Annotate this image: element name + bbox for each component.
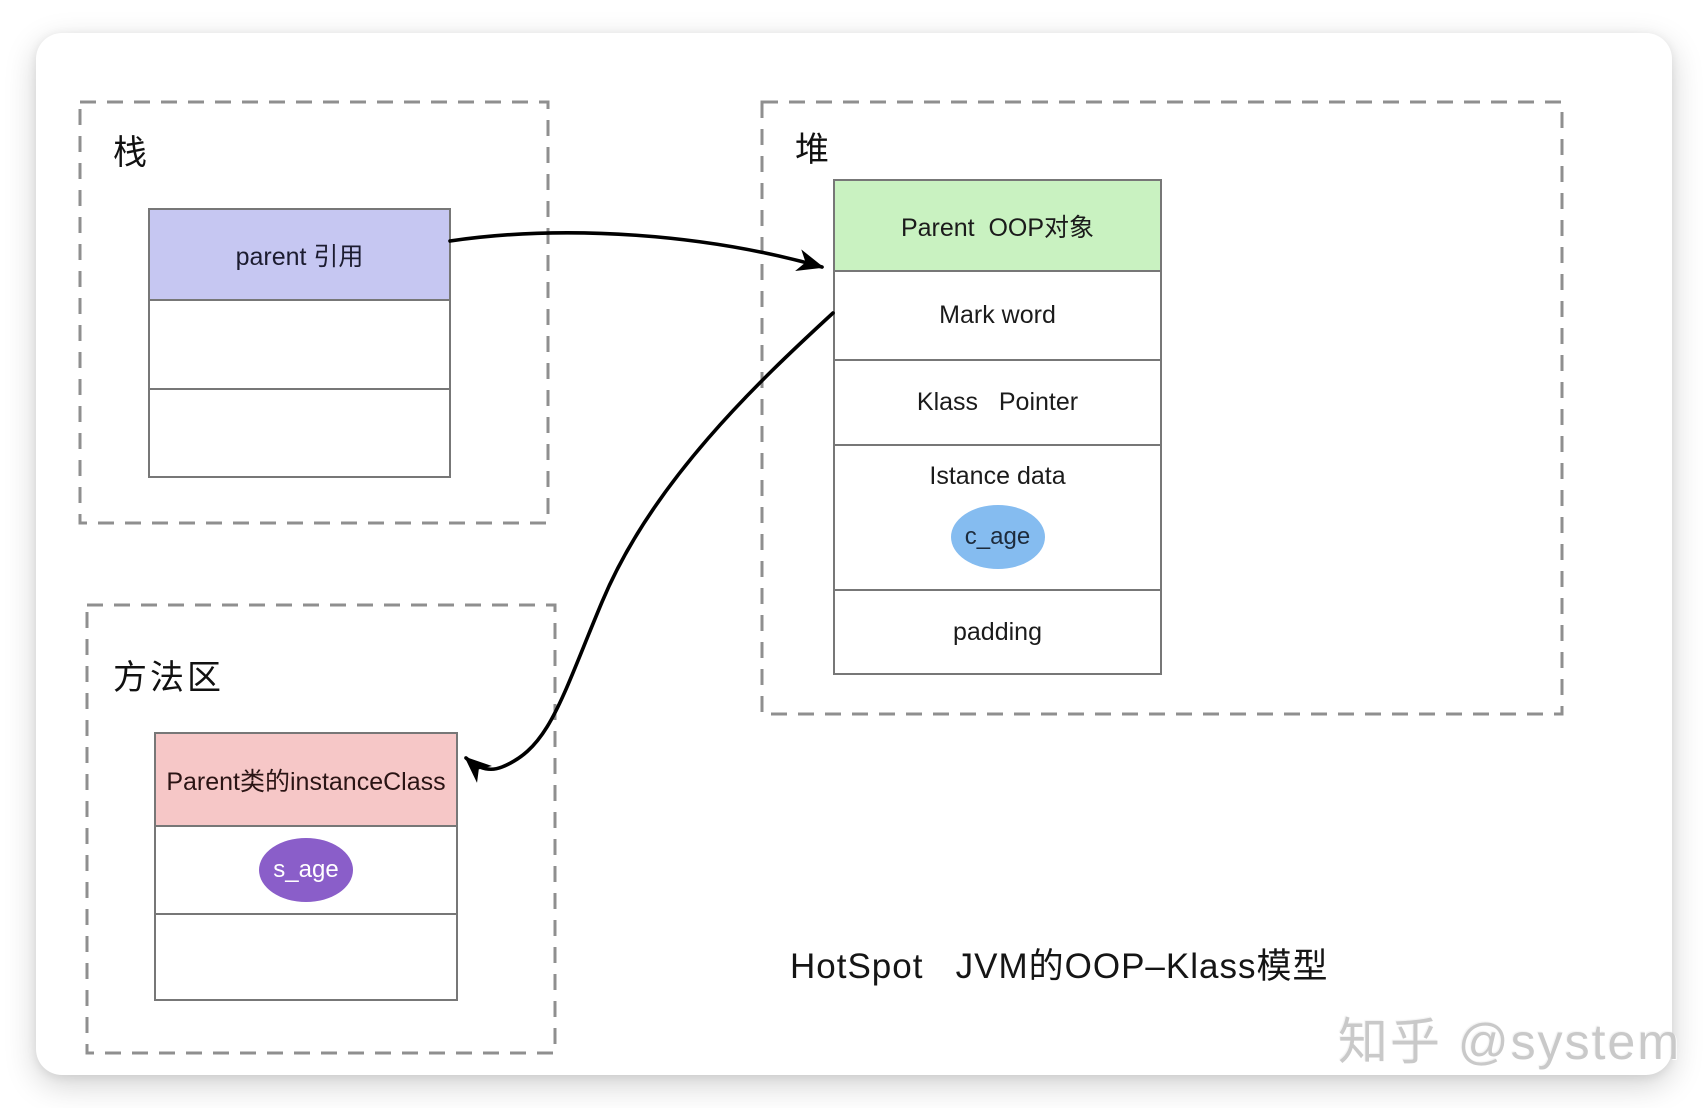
heap-cell-instance-data: Istance data c_age — [835, 444, 1160, 589]
method-area-table: Parent类的instanceClass s_age — [154, 732, 458, 1001]
stack-frame-table: parent 引用 — [148, 208, 451, 478]
heap-cell-mark-word: Mark word — [835, 270, 1160, 359]
heap-cell-oop-header: Parent OOP对象 — [835, 181, 1160, 270]
watermark: 知乎 @system — [1338, 1014, 1681, 1070]
heap-region-label: 堆 — [795, 131, 832, 169]
instance-data-label: Istance data — [929, 462, 1066, 490]
method-cell-s-age: s_age — [156, 825, 456, 913]
stack-cell-parent-reference: parent 引用 — [150, 210, 449, 299]
s-age-ellipse: s_age — [259, 838, 353, 902]
heap-cell-padding: padding — [835, 589, 1160, 673]
diagram-title: HotSpot JVM的OOP–Klass模型 — [790, 947, 1329, 986]
method-area-region-label: 方法区 — [113, 659, 224, 697]
heap-object-table: Parent OOP对象 Mark word Klass Pointer Ist… — [833, 179, 1162, 675]
stack-cell-empty-1 — [150, 299, 449, 388]
heap-cell-klass-pointer: Klass Pointer — [835, 359, 1160, 444]
method-cell-empty — [156, 913, 456, 999]
method-cell-instance-class: Parent类的instanceClass — [156, 734, 456, 825]
stack-cell-empty-2 — [150, 388, 449, 476]
stack-region-label: 栈 — [113, 134, 150, 172]
c-age-ellipse: c_age — [950, 505, 1045, 569]
